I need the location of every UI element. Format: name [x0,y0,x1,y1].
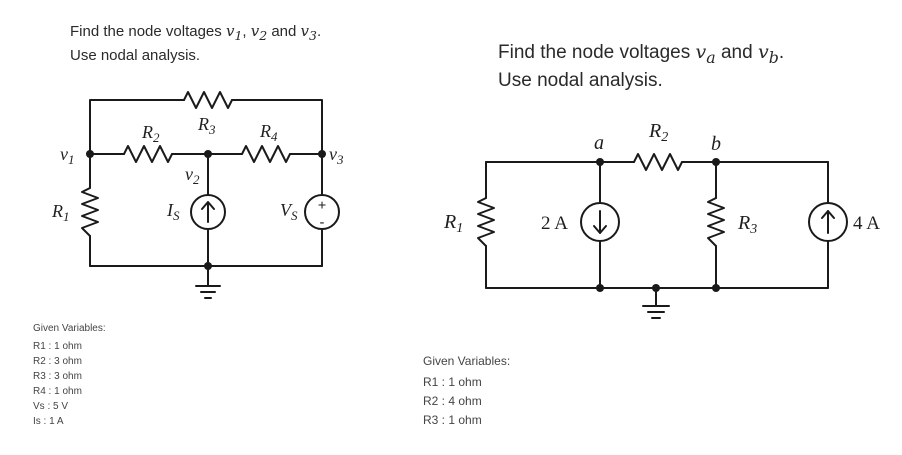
problem2-question-line1: Find the node voltages va and vb. [498,40,784,70]
problem1-given-r1: R1 : 1 ohm [33,341,82,352]
problem1-given-r4: R4 : 1 ohm [33,386,82,397]
circuit2-label-r1: R1 [443,211,463,236]
circuit1-current-source [190,194,226,230]
circuit2-current-source-2a [580,202,620,242]
circuit2-resistor-r3 [707,197,725,247]
circuit1-vs-plus: + [318,198,327,214]
circuit1-label-v1: v1 [60,144,75,167]
problem1-given-vs: Vs : 5 V [33,401,69,412]
circuit2-label-r2: R2 [648,120,668,145]
circuit2-node-bottom-left [596,284,604,292]
problem1-given-heading: Given Variables: [33,323,106,334]
q1-prefix: Find the node voltages [70,23,226,40]
circuit1-node-v3 [318,150,326,158]
q1-v3-var: v [300,22,310,40]
circuit2-node-a [596,158,604,166]
circuit1-label-vs: VS [280,200,298,223]
circuit1-label-r2: R2 [141,122,160,145]
circuit1-vs-minus: - [320,215,325,230]
circuit1-resistor-r4 [241,145,291,163]
q1-v2-sub: 2 [259,28,268,43]
q1-v1: v1 [225,22,243,43]
circuit1-label-r1: R1 [51,201,70,224]
circuit2-node-b [712,158,720,166]
q2-period: . [778,42,785,63]
circuit1-resistor-r1 [81,187,99,237]
q2-va-sub: a [706,47,716,67]
problem1-question-line2: Use nodal analysis. [70,47,201,64]
circuit2-resistor-r1 [477,197,495,247]
q2-vb-sub: b [768,47,779,67]
circuit2-ground-icon [642,305,670,319]
problem2-given-r3: R3 : 1 ohm [423,413,482,427]
q1-and: and [267,23,301,40]
q1-period: . [316,23,322,40]
circuit1-node-v2 [204,150,212,158]
circuit2-label-b: b [711,133,721,155]
circuit1-resistor-r3 [183,91,233,109]
circuit2-resistor-r2 [633,153,683,171]
problem2-given-r2: R2 : 4 ohm [423,394,482,408]
circuit2-label-4a: 4 A [853,213,880,234]
circuit1-label-is: IS [166,200,180,223]
circuit2-node-ground [652,284,660,292]
circuit1-ground-icon [195,285,221,299]
problem2-given-r1: R1 : 1 ohm [423,375,482,389]
q2-va-var: v [695,41,707,63]
circuit2-label-2a: 2 A [541,213,568,234]
q2-and: and [715,42,758,63]
circuit2-label-a: a [594,132,604,154]
q2-prefix: Find the node voltages [498,42,696,63]
circuit1-node-ground [204,262,212,270]
q1-v2: v2 [250,22,268,43]
circuit1-voltage-source [304,194,340,230]
q2-vb: vb [757,41,779,67]
circuit1-node-v1 [86,150,94,158]
circuit1-label-r4: R4 [259,121,278,144]
circuit2-node-bottom-right [712,284,720,292]
circuit2-label-r3: R3 [737,212,757,237]
problem1-given-r3: R3 : 3 ohm [33,371,82,382]
problem2-question-line2: Use nodal analysis. [498,70,663,91]
q1-v3-sub: 3 [309,28,317,43]
q1-v3: v3 [300,22,317,43]
circuit1-resistor-r2 [123,145,173,163]
circuit1-label-v3: v3 [329,144,344,167]
problem1-question-line1: Find the node voltages v1, v2 and v3. [70,22,321,45]
problem2-given-heading: Given Variables: [423,354,511,368]
q1-v2-var: v [250,22,260,40]
q1-v1-sub: 1 [234,28,243,43]
problem1-given-is: Is : 1 A [33,416,64,427]
circuit2-current-source-4a [808,202,848,242]
circuit1-label-r3: R3 [197,114,216,137]
q2-vb-var: v [757,41,769,63]
q1-v1-var: v [225,22,235,40]
q1-sep: , [242,23,251,40]
q2-va: va [695,41,716,67]
problem1-given-r2: R2 : 3 ohm [33,356,82,367]
circuit1-label-v2: v2 [185,164,200,187]
